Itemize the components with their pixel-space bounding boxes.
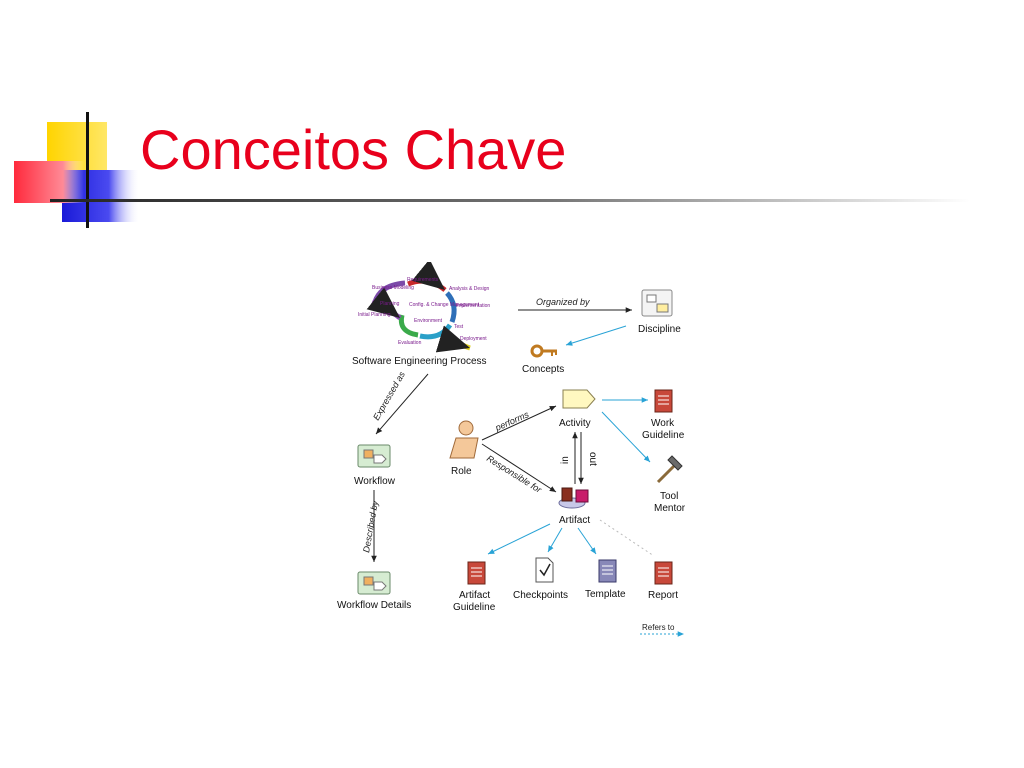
phase-business-modeling: Business Modeling — [372, 285, 414, 291]
role-label: Role — [451, 466, 472, 477]
responsible-for-label: Responsible for — [485, 453, 544, 495]
software-engineering-process-label: Software Engineering Process — [352, 356, 487, 367]
cycle-center-config: Config. & Change Management — [409, 302, 480, 308]
workflow-label: Workflow — [354, 476, 396, 487]
expressed-as-arrow — [375, 373, 429, 435]
artifact-label: Artifact — [559, 515, 590, 526]
report-icon — [654, 561, 673, 585]
template-icon — [598, 559, 617, 583]
role-icon — [449, 420, 479, 459]
phase-requirements: Requirements — [407, 277, 439, 283]
report-label: Report — [648, 590, 678, 601]
key-icon — [530, 344, 557, 358]
artifact-icon — [558, 487, 589, 509]
refers-to-legend: Refers to — [640, 623, 684, 637]
phase-initial-planning: Initial Planning — [358, 312, 391, 318]
artifact-guideline-label-2: Guideline — [453, 602, 496, 613]
phase-deployment: Deployment — [460, 336, 487, 342]
artifact-checkpoints-arrow — [547, 527, 563, 553]
artifact-report-link — [599, 519, 655, 557]
discipline-concepts-arrow — [565, 325, 627, 346]
slide-title: Conceitos Chave — [140, 118, 567, 181]
title-underline — [50, 199, 970, 202]
in-label: in — [560, 456, 571, 464]
performs-arrow — [481, 405, 557, 441]
tool-mentor-label-2: Mentor — [654, 503, 686, 514]
discipline-icon — [641, 289, 673, 317]
hammer-icon — [656, 455, 683, 484]
activity-icon — [562, 389, 596, 409]
refers-to-label: Refers to — [642, 623, 675, 632]
expressed-as-label: Expressed as — [371, 369, 407, 422]
out-label: out — [587, 452, 598, 466]
phase-planning: Planning — [380, 301, 400, 307]
template-label: Template — [585, 589, 626, 600]
artifact-guideline-arrow — [487, 523, 551, 555]
work-guideline-icon — [654, 389, 673, 413]
responsible-for-arrow — [481, 443, 557, 493]
performs-label: performs — [493, 409, 531, 433]
vertical-line — [86, 112, 89, 228]
phase-test: Test — [454, 324, 464, 330]
rup-concepts-diagram: Requirements Analysis & Design Implement… — [337, 262, 686, 637]
work-guideline-label-1: Work — [651, 418, 675, 429]
checkpoints-label: Checkpoints — [513, 590, 568, 601]
organized-by-label: Organized by — [536, 297, 590, 307]
concepts-label: Concepts — [522, 364, 564, 375]
workflow-details-icon — [357, 571, 391, 595]
phase-evaluation: Evaluation — [398, 340, 422, 346]
workflow-icon — [357, 444, 391, 468]
artifact-guideline-label-1: Artifact — [459, 590, 490, 601]
tool-mentor-label-1: Tool — [660, 491, 678, 502]
work-guideline-label-2: Guideline — [642, 430, 685, 441]
phase-implementation: Implementation — [456, 303, 490, 309]
activity-label: Activity — [559, 418, 591, 429]
process-cycle-icon: Requirements Analysis & Design Implement… — [358, 262, 490, 353]
workflow-details-label: Workflow Details — [337, 600, 411, 611]
described-by-label: Described by — [361, 499, 380, 553]
red-square — [14, 161, 84, 203]
discipline-label: Discipline — [638, 324, 681, 335]
title-decoration — [14, 112, 970, 228]
cycle-center-environment: Environment — [414, 318, 443, 324]
artifact-template-arrow — [577, 527, 597, 555]
checkpoints-icon — [535, 557, 554, 583]
artifact-guideline-icon — [467, 561, 486, 585]
activity-tool-mentor-arrow — [601, 411, 651, 463]
phase-analysis-design: Analysis & Design — [449, 286, 490, 292]
